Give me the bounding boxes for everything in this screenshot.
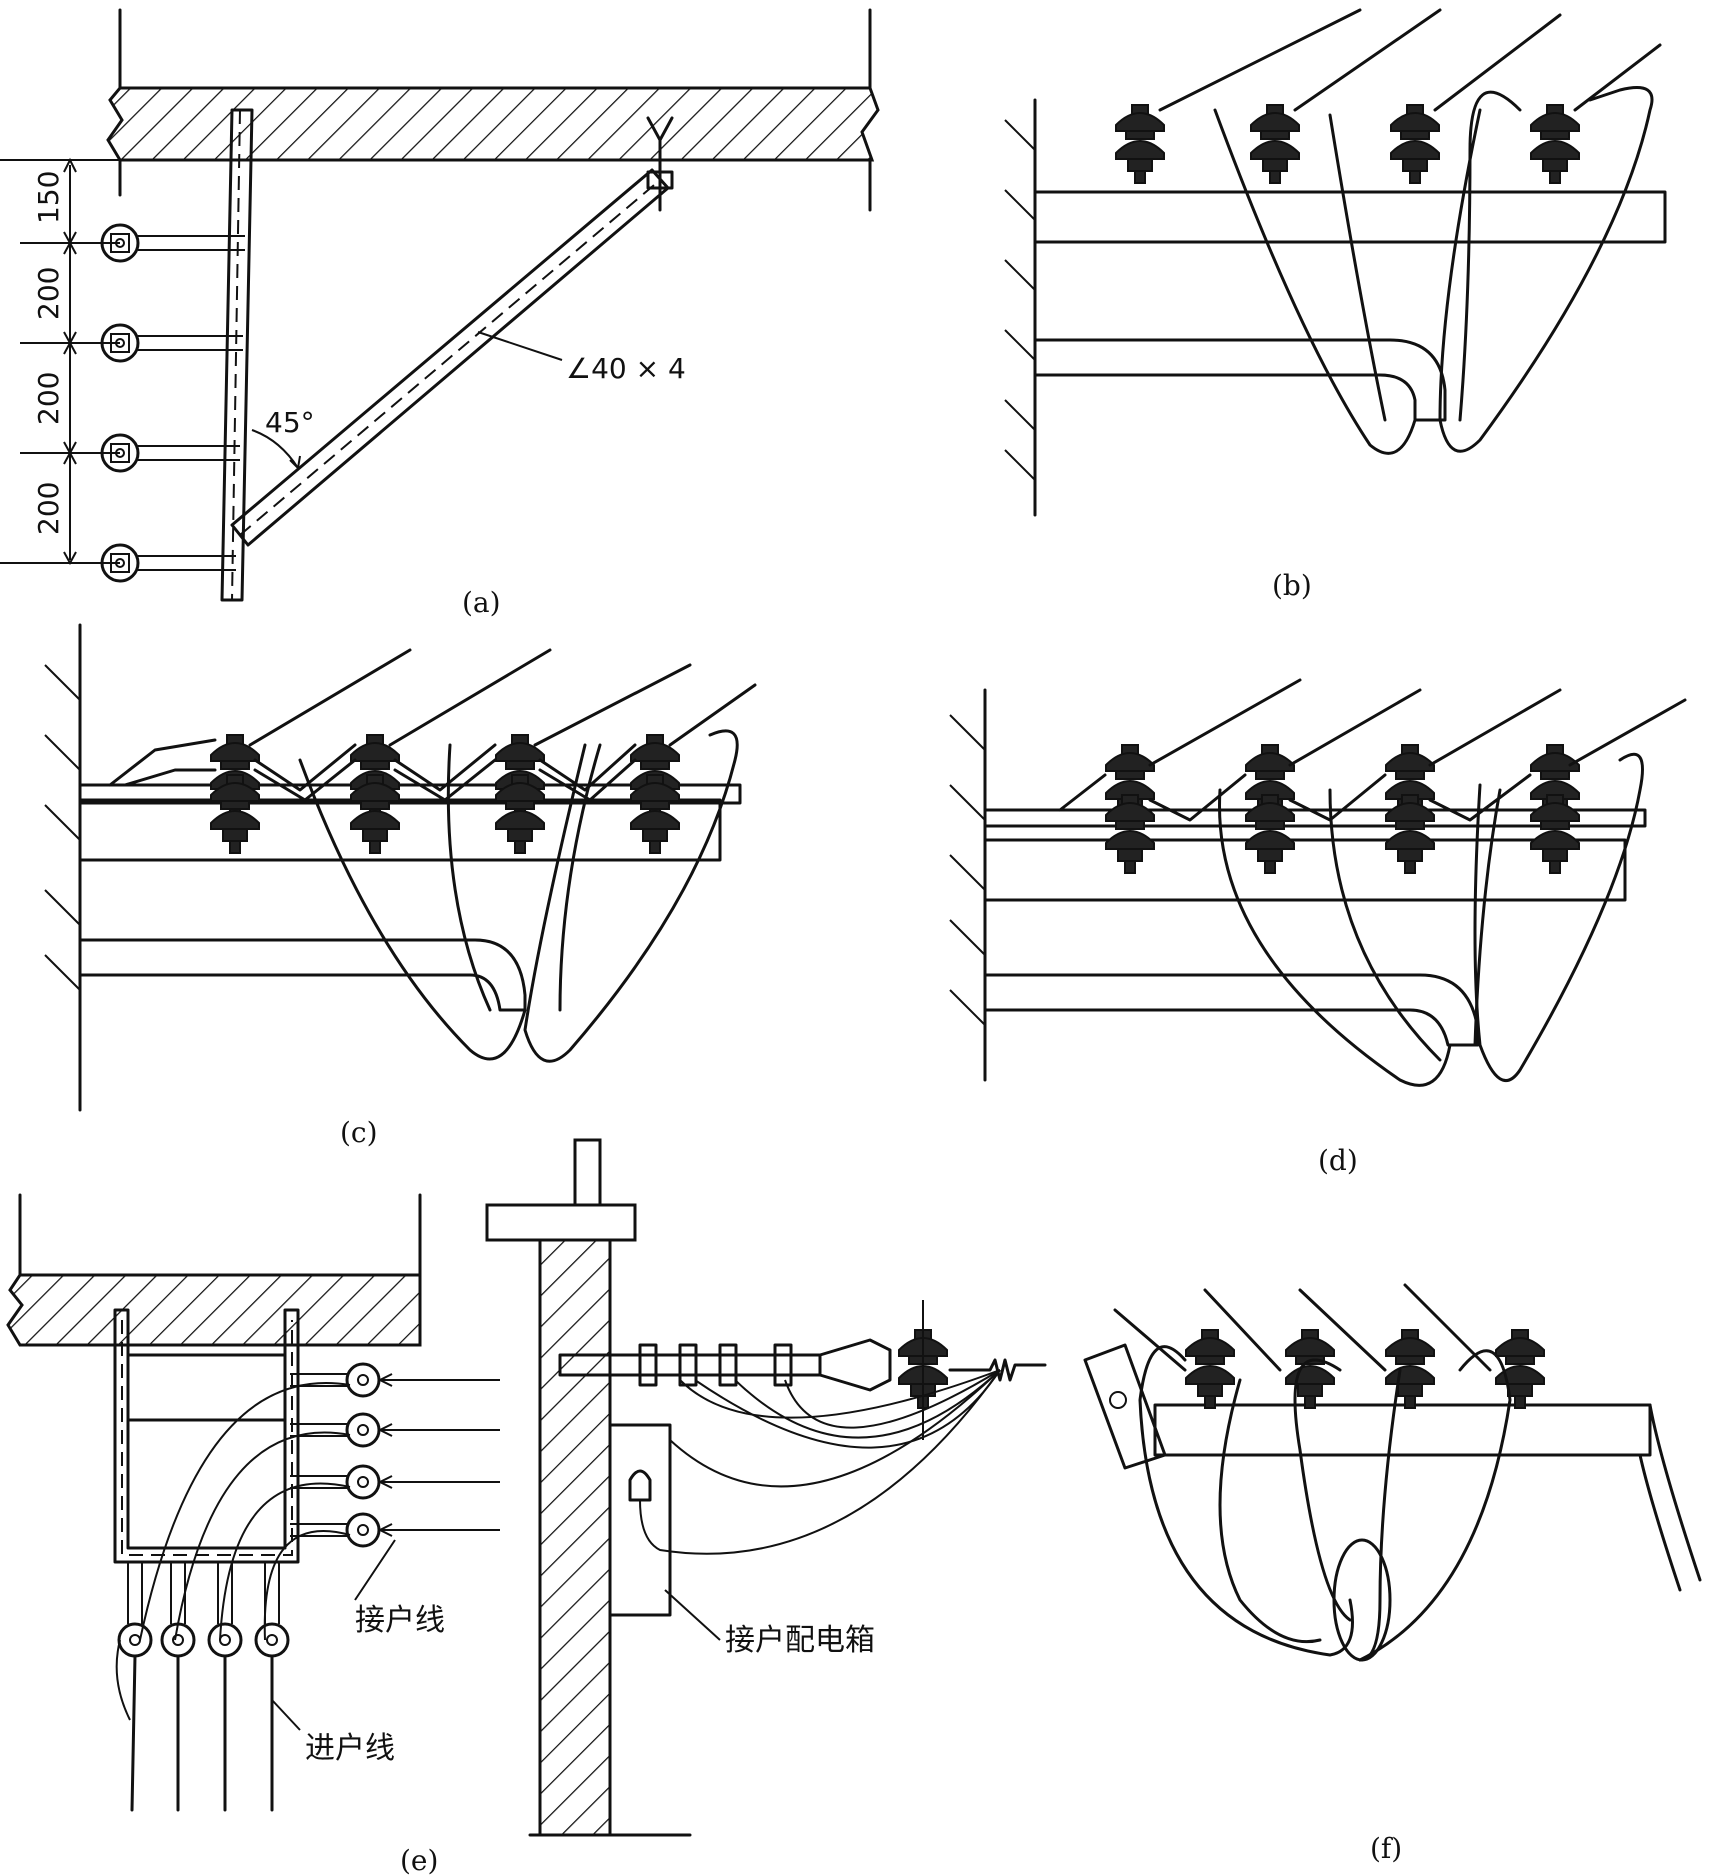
panel-a: 150 200 200 200 45° ∠40 × 4 (a) <box>0 8 880 619</box>
clamps-e <box>638 1343 793 1387</box>
insulators-c <box>210 734 680 854</box>
panel-d: (d) <box>949 678 1687 1177</box>
dim-200-1: 200 <box>32 267 65 320</box>
roof-slab <box>485 1203 637 1242</box>
panel-c: (c) <box>44 623 757 1149</box>
curved-wires-e <box>139 1382 351 1641</box>
distribution-box <box>608 1423 672 1617</box>
vertical-angle-steel <box>220 108 254 602</box>
dim-200-2: 200 <box>32 372 65 425</box>
entry-bolts-e <box>115 1562 290 1812</box>
mounting-bracket-f <box>1083 1343 1167 1470</box>
panel-b: (b) <box>1004 8 1667 602</box>
drop-wires-e <box>639 1369 1001 1555</box>
ceiling-slab-e <box>6 1273 422 1347</box>
wires-f <box>1113 1283 1512 1662</box>
crossarm-f <box>1153 1403 1652 1457</box>
panel-e: 接户线 进户线 接户配电箱 (e) <box>6 1138 1047 1875</box>
anchor-bolt <box>646 116 674 212</box>
caption-f: (f) <box>1370 1832 1402 1865</box>
insulators-b <box>1115 104 1580 184</box>
dim-200-3: 200 <box>32 482 65 535</box>
dim-150: 150 <box>32 171 65 224</box>
service-line-label: 接户线 <box>355 1603 445 1638</box>
insulator-bolts-a <box>100 223 245 583</box>
wires-c <box>248 648 757 1063</box>
crossarm-d <box>983 838 1627 902</box>
caption-d: (d) <box>1318 1144 1358 1177</box>
service-bolts-e <box>290 1362 381 1548</box>
wires-b <box>1158 8 1662 455</box>
angle-steel-label: ∠40 × 4 <box>566 352 686 385</box>
brackets-d <box>1058 773 1532 822</box>
arrows-e <box>377 1373 500 1537</box>
caption-c: (c) <box>340 1116 378 1149</box>
panel-f: (f) <box>1083 1283 1702 1865</box>
building-wall <box>538 1238 612 1837</box>
wires-d <box>1148 678 1687 1087</box>
brackets-c <box>108 738 637 802</box>
channel-frame <box>113 1308 300 1564</box>
caption-a: (a) <box>462 586 501 619</box>
caption-b: (b) <box>1272 569 1312 602</box>
angle-label: 45° <box>265 406 315 439</box>
crossarm-c <box>78 798 722 862</box>
ceiling-slab-a <box>106 86 880 162</box>
entry-line-label: 进户线 <box>305 1731 395 1766</box>
crossarm-e <box>558 1353 822 1377</box>
caption-e: (e) <box>400 1844 438 1875</box>
distribution-box-label: 接户配电箱 <box>725 1623 875 1658</box>
